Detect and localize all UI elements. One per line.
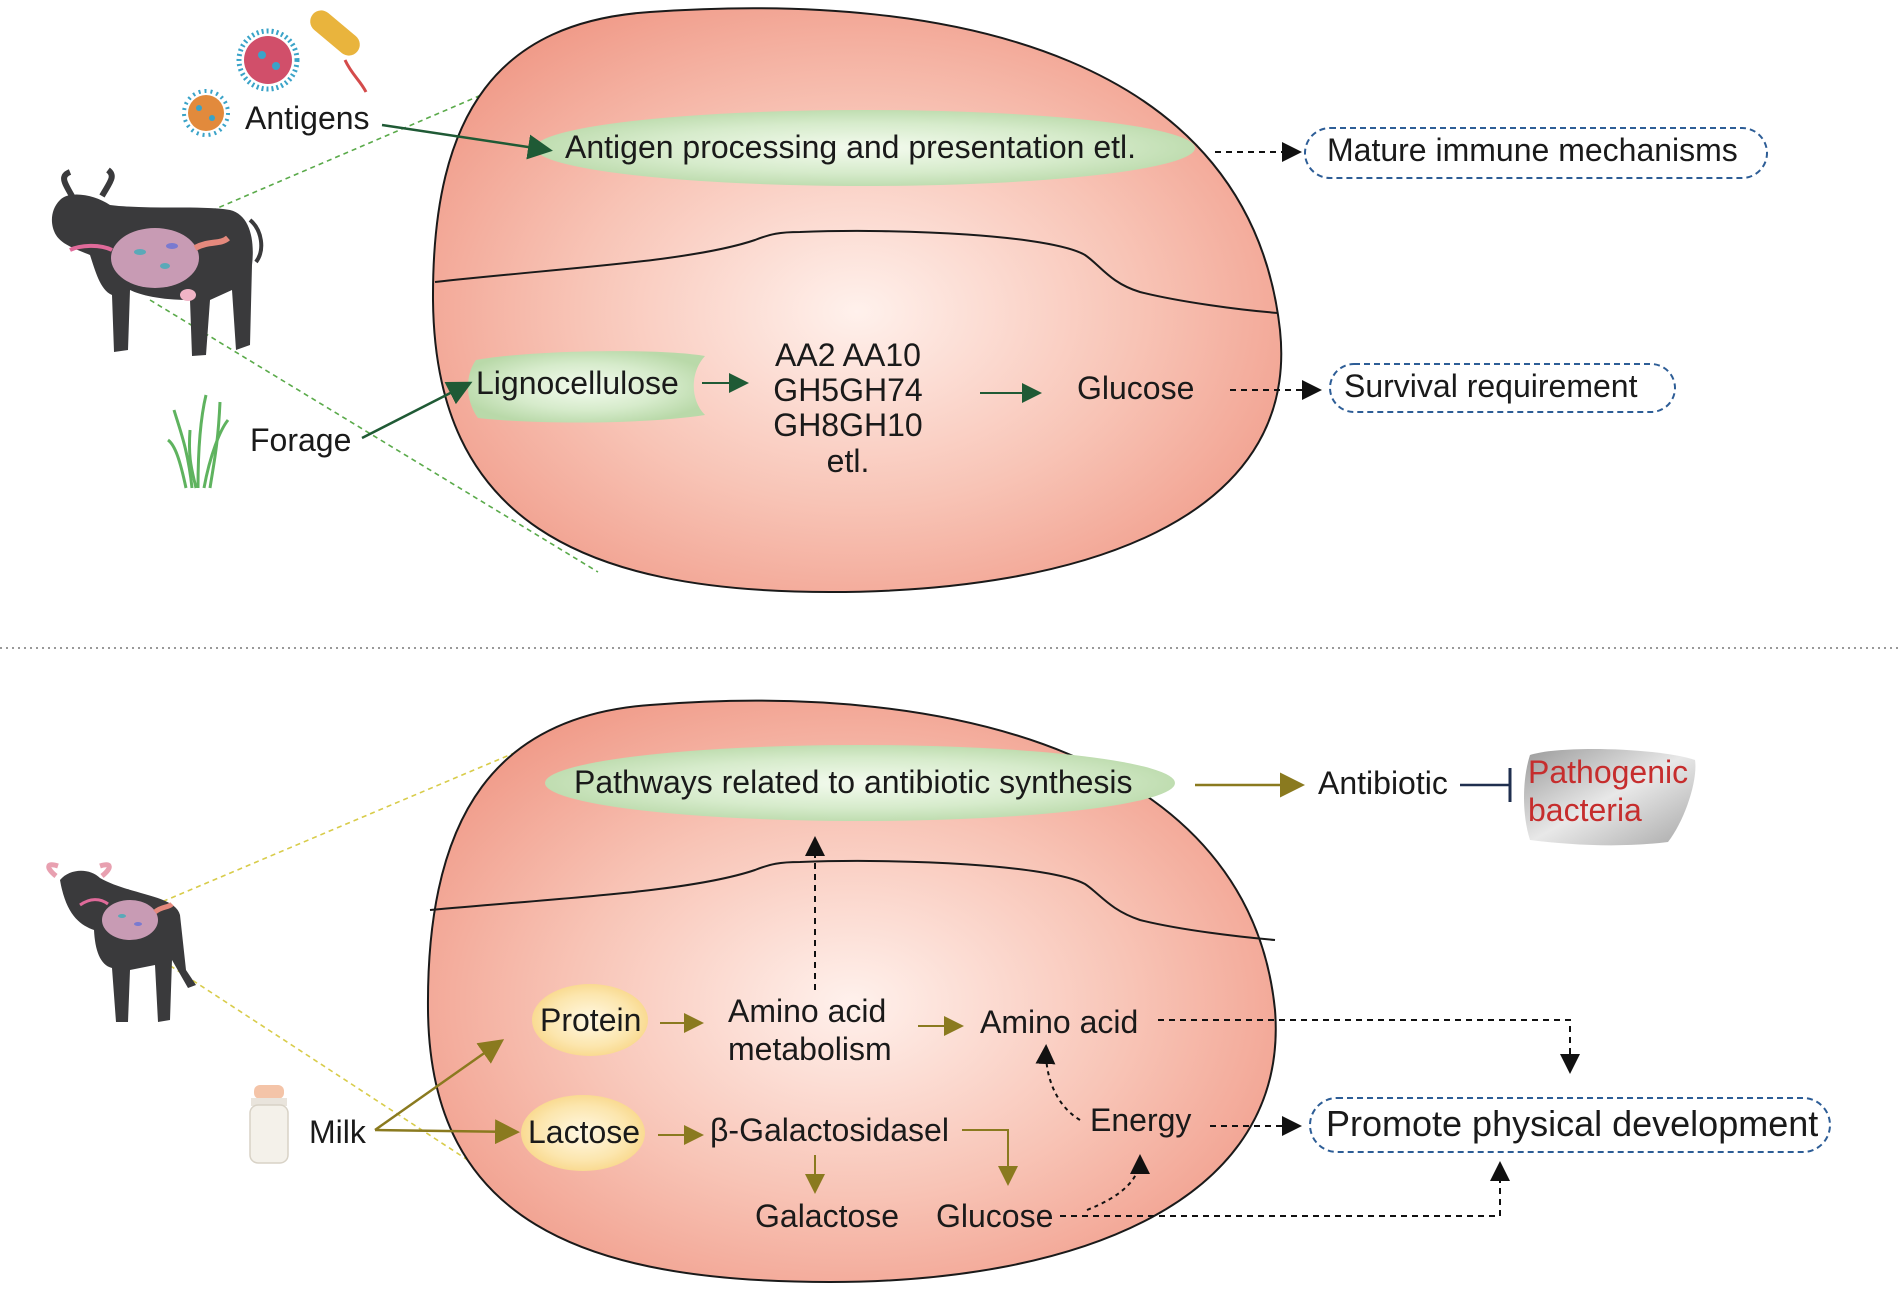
galactose-label: Galactose bbox=[755, 1198, 900, 1234]
lactose-blob bbox=[521, 1095, 645, 1171]
enzyme-line: GH8GH10 bbox=[773, 407, 923, 444]
immune-outcome-oval bbox=[1304, 127, 1768, 179]
zoom-line-bottom bbox=[149, 299, 599, 573]
metabolism-line: Amino acid bbox=[728, 993, 887, 1029]
glucose-to-energy-arrow bbox=[1086, 1154, 1150, 1211]
immune-pathway-label: Antigen processing and presentation etl. bbox=[565, 129, 1137, 165]
enzyme-line: AA2 AA10 bbox=[775, 337, 921, 373]
development-outcome-label: Promote physical development bbox=[1326, 1103, 1819, 1144]
metabolism-line: metabolism bbox=[728, 1031, 892, 1068]
adult-rumen-fold bbox=[434, 229, 1279, 314]
enzyme-to-glucose-arrow bbox=[962, 1129, 1018, 1186]
galactosidase-label: β-Galactosidasel bbox=[710, 1112, 949, 1148]
survival-outcome-label: Survival requirement bbox=[1344, 368, 1638, 404]
calf-rumen-fold bbox=[429, 859, 1276, 941]
adult-rumen bbox=[431, 7, 1283, 594]
forage-label: Forage bbox=[250, 422, 352, 458]
forage-arrow bbox=[361, 381, 473, 440]
milk-bottle-icon bbox=[249, 1085, 289, 1164]
amino-acid-metabolism-label: Amino acid metabolism bbox=[728, 992, 892, 1069]
antibiotic-pathway-label: Pathways related to antibiotic synthesis bbox=[574, 764, 1133, 800]
milk-label: Milk bbox=[309, 1114, 366, 1150]
energy-label: Energy bbox=[1090, 1102, 1192, 1138]
bacteria-round-icon bbox=[236, 28, 300, 92]
development-outcome-oval bbox=[1309, 1097, 1831, 1153]
energy-to-aminoacid-arrow bbox=[1035, 1044, 1081, 1121]
lactose-label: Lactose bbox=[528, 1114, 641, 1150]
grass-icon bbox=[167, 394, 230, 489]
bacillus-icon bbox=[310, 10, 368, 93]
milk-to-lactose-arrow bbox=[374, 1119, 520, 1145]
adult-cow-icon bbox=[51, 167, 264, 356]
immune-outcome-label: Mature immune mechanisms bbox=[1327, 132, 1738, 168]
aminoacid-to-development-arrow bbox=[1158, 1019, 1580, 1074]
pathogen-label: Pathogenic bacteria bbox=[1528, 754, 1688, 830]
immune-pathway-pill bbox=[535, 110, 1195, 186]
milk-to-protein-arrow bbox=[374, 1039, 505, 1132]
enzyme-line: etl. bbox=[826, 442, 870, 479]
amino-acid-label: Amino acid bbox=[980, 1004, 1139, 1040]
pathogen-blob bbox=[1524, 748, 1696, 846]
antibiotic-pathway-pill bbox=[545, 745, 1175, 821]
antigens-label: Antigens bbox=[245, 100, 370, 136]
antigens-arrow bbox=[381, 123, 553, 160]
survival-outcome-oval bbox=[1329, 363, 1676, 413]
enzyme-line: GH5GH74 bbox=[773, 372, 923, 409]
glucose-to-development-arrow bbox=[1060, 1161, 1510, 1217]
protein-blob bbox=[532, 984, 648, 1056]
pathogen-line: bacteria bbox=[1528, 791, 1642, 828]
lignocellulose-blob bbox=[467, 351, 705, 423]
calf-glucose-label: Glucose bbox=[936, 1198, 1054, 1234]
enzymes-label: AA2 AA10 GH5GH74 GH8GH10 etl. bbox=[760, 337, 936, 479]
lignocellulose-label: Lignocellulose bbox=[476, 365, 679, 401]
antibiotic-label: Antibiotic bbox=[1318, 765, 1448, 801]
calf-icon bbox=[46, 862, 196, 1022]
calf-zoom-line-top bbox=[137, 739, 546, 913]
protein-label: Protein bbox=[540, 1002, 642, 1038]
adult-glucose-label: Glucose bbox=[1077, 370, 1195, 406]
virus-icon bbox=[182, 89, 230, 137]
pathogen-line: Pathogenic bbox=[1528, 754, 1689, 790]
